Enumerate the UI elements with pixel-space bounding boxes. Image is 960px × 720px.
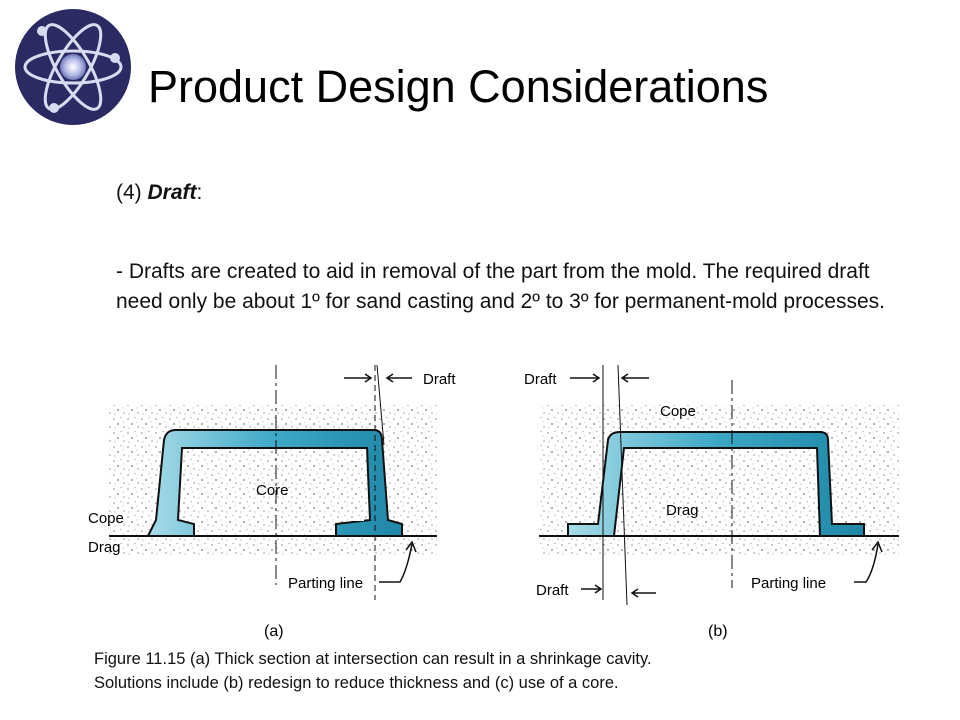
draft-arrow-a1: [344, 373, 373, 383]
body-paragraph: - Drafts are created to aid in removal o…: [116, 260, 885, 314]
core-label-a: Core: [256, 482, 289, 499]
heading-number: (4): [116, 181, 148, 204]
draft-arrow-b4: [630, 588, 656, 598]
caption-line-1: Figure 11.15 (a) Thick section at inters…: [94, 650, 652, 668]
parting-arrow-a: [379, 540, 417, 583]
casting-a: [146, 429, 403, 537]
cope-label-b: Cope: [660, 403, 696, 420]
heading-colon: :: [196, 181, 203, 204]
draft-label-a: Draft: [423, 371, 456, 388]
parting-label-b: Parting line: [751, 575, 826, 592]
draft-arrow-b2: [620, 373, 649, 383]
draft-figure: Draft Core Cope Drag Parting line (a) Dr…: [88, 364, 899, 640]
cope-label-a: Cope: [88, 510, 124, 527]
parting-arrow-b: [854, 540, 883, 583]
figure-caption: Figure 11.15 (a) Thick section at inters…: [94, 648, 934, 696]
atom-logo: [15, 9, 131, 125]
parting-label-a: Parting line: [288, 575, 363, 592]
panel-a: Draft Core Cope Drag Parting line (a): [88, 364, 456, 640]
draft-top-label-b: Draft: [524, 371, 557, 388]
draft-arrow-b1: [570, 373, 601, 383]
atom-icon: [23, 23, 123, 111]
draft-guide-a2: [376, 364, 385, 446]
drag-label-a: Drag: [88, 539, 121, 556]
casting-b: [567, 431, 865, 537]
panel-b: Draft Cope Drag Draft Parting line (b): [524, 364, 899, 640]
heading-term: Draft: [147, 181, 197, 204]
draft-arrow-a2: [385, 373, 412, 383]
caption-line-2: Solutions include (b) redesign to reduce…: [94, 673, 619, 692]
section-heading: (4) Draft:: [116, 181, 202, 205]
core-area-a: [185, 451, 364, 521]
panel-label-b: (b): [708, 623, 728, 640]
drag-label-b: Drag: [666, 502, 699, 519]
page-title: Product Design Considerations: [148, 61, 769, 112]
draft-guide-b2: [617, 364, 628, 606]
draft-bottom-label-b: Draft: [536, 582, 569, 599]
draft-arrow-b3: [581, 584, 603, 594]
panel-label-a: (a): [264, 623, 284, 640]
